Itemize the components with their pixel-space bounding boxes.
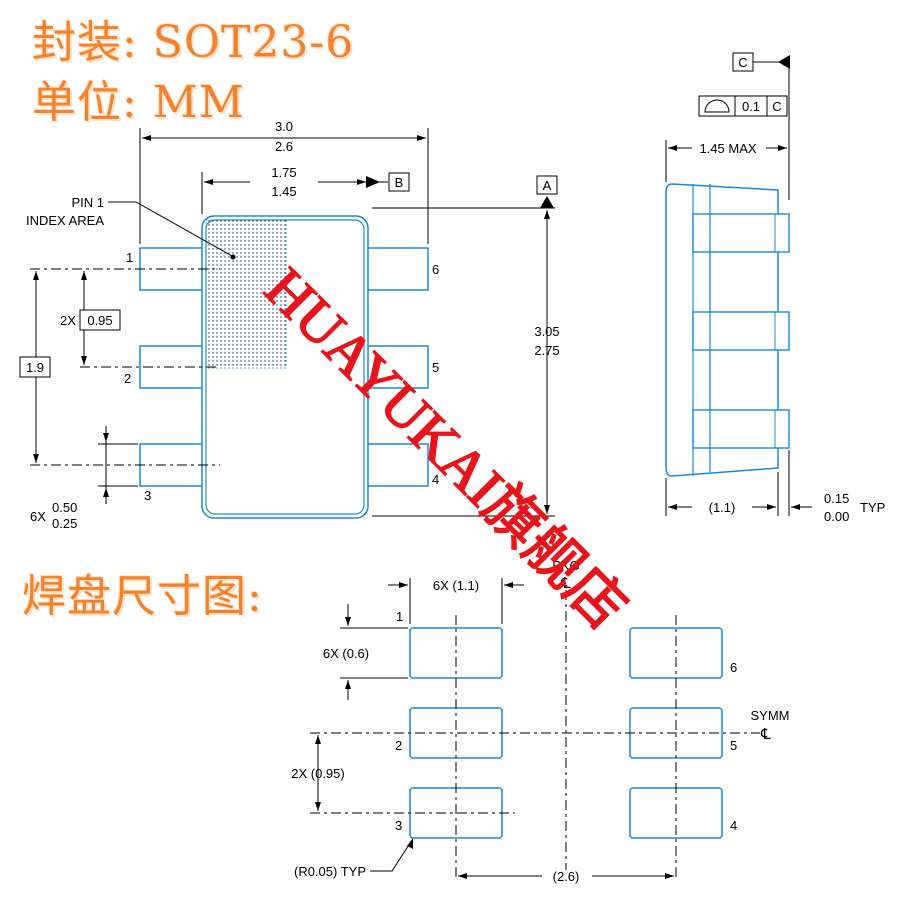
corner-radius: (R0.05) TYP <box>294 864 366 879</box>
lead-max: 0.50 <box>52 500 77 515</box>
flatness-datum: C <box>772 99 781 114</box>
symm-label: SYMM <box>751 708 790 723</box>
pin-label-2: 2 <box>124 371 131 386</box>
pkg-label: PKG <box>552 558 579 573</box>
pin-label-5: 5 <box>432 360 439 375</box>
span-value: 1.9 <box>26 360 44 375</box>
arrow-head <box>366 176 380 188</box>
pitch-value: 0.95 <box>87 313 112 328</box>
side-lead-2 <box>692 311 790 351</box>
standoff-typ: TYP <box>860 500 885 515</box>
pitch-prefix: 2X <box>60 313 76 328</box>
radius-leader-arrow <box>407 838 413 849</box>
lead-6 <box>365 247 429 291</box>
flatness-value: 0.1 <box>742 99 760 114</box>
symm-centerline-symbol: ℄ <box>760 726 771 743</box>
pin1-leader <box>108 201 233 257</box>
pin-label-3: 3 <box>144 488 151 503</box>
package-title: 封装: SOT23-6 <box>32 17 355 68</box>
land-pin-2: 2 <box>395 738 402 753</box>
pkg-centerline-symbol: ℄ <box>560 575 571 592</box>
land-pin-5: 5 <box>730 738 737 753</box>
land-pin-1: 1 <box>396 609 403 624</box>
land-pin-3: 3 <box>395 818 402 833</box>
pin1-label-line1: PIN 1 <box>71 195 104 210</box>
height-min: 2.75 <box>534 343 559 358</box>
radius-leader <box>370 839 413 872</box>
datum-c-label: C <box>738 55 747 70</box>
pad-width: 6X (1.1) <box>433 578 479 593</box>
tolerance-datum-cell <box>766 95 788 117</box>
pin1-label-line2: INDEX AREA <box>26 213 104 228</box>
tolerance-symbol-cell <box>698 95 736 117</box>
pin1-index-area <box>205 219 287 369</box>
land-pitch: 2X (0.95) <box>291 766 344 781</box>
land-span: (2.6) <box>553 869 580 884</box>
span-box <box>19 356 51 378</box>
pin1-leader-dot <box>230 254 236 260</box>
side-lead-1 <box>692 213 790 253</box>
pin-label-4: 4 <box>432 472 439 487</box>
top-view: 1 2 3 4 5 6 3.0 2.6 1.75 1.45 B A <box>19 119 560 531</box>
height-max: 3.05 <box>534 324 559 339</box>
datum-b-box <box>388 172 410 192</box>
lead-min: 0.25 <box>52 516 77 531</box>
datum-a-triangle <box>540 196 554 208</box>
pin-label-1: 1 <box>126 250 133 265</box>
datum-a-box <box>536 175 558 195</box>
pin-label-6: 6 <box>432 262 439 277</box>
width-min: 2.6 <box>275 139 293 154</box>
side-view: C 0.1 C 1.45 MAX <box>665 52 885 524</box>
standoff-max: 0.15 <box>824 491 849 506</box>
pitch-box <box>79 309 121 331</box>
side-lead-3 <box>692 409 790 449</box>
land-pin-4: 4 <box>730 818 737 833</box>
datum-a-label: A <box>543 178 552 193</box>
land-pin-6: 6 <box>730 660 737 675</box>
unit-title: 单位: MM <box>32 77 245 128</box>
datum-b-label: B <box>395 175 404 190</box>
standoff-min: 0.00 <box>824 509 849 524</box>
datum-c-triangle <box>778 55 790 69</box>
width-max: 3.0 <box>275 119 293 134</box>
land-pattern: PKG ℄ SYMM ℄ 6X (1.1) 6X (0.6) 2X (0.95)… <box>291 558 789 884</box>
lead-prefix: 6X <box>30 509 46 524</box>
pad-height: 6X (0.6) <box>323 646 369 661</box>
body-ref: (1.1) <box>709 500 736 515</box>
max-height: 1.45 MAX <box>699 141 756 156</box>
profile-surface-icon <box>704 99 730 113</box>
land-pattern-title: 焊盘尺寸图: <box>22 571 263 622</box>
body-width-max: 1.75 <box>271 165 296 180</box>
side-body <box>665 183 779 477</box>
body-width-min: 1.45 <box>271 184 296 199</box>
